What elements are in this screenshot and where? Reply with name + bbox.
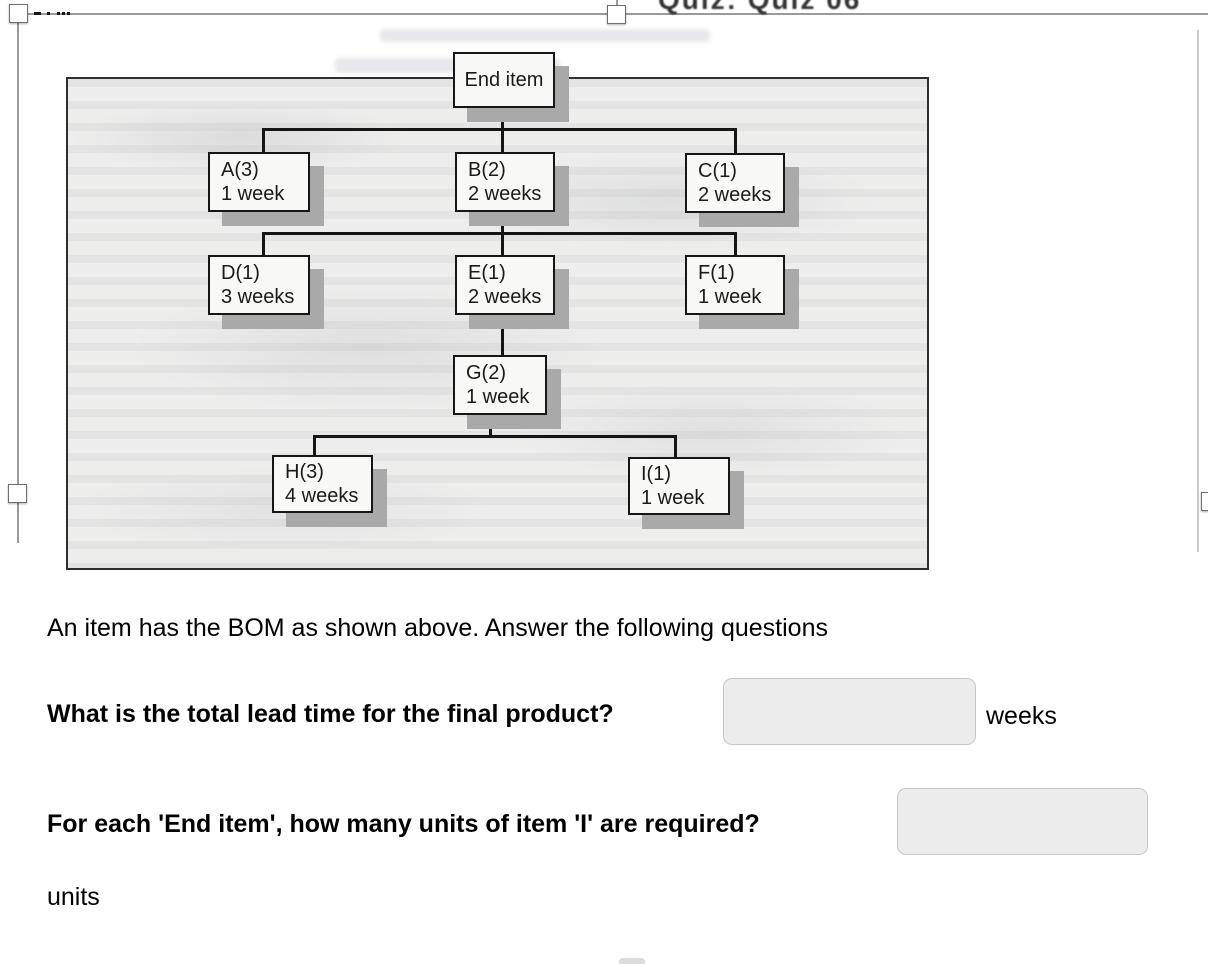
bom-node-leadtime: 1 week xyxy=(221,183,285,205)
bom-node-label: C(1) xyxy=(698,159,737,182)
bom-node-leadtime: 3 weeks xyxy=(221,286,295,308)
bom-node-label: G(2) xyxy=(466,361,506,384)
bom-connector xyxy=(734,128,737,153)
selection-border-left xyxy=(17,13,19,543)
bom-connector xyxy=(262,128,737,131)
bom-node-e: E(1) 2 weeks xyxy=(455,255,555,315)
bom-node-label: D(1) xyxy=(221,261,260,284)
clipped-text-fragment xyxy=(34,12,41,15)
bom-node-leadtime: 1 week xyxy=(466,386,530,408)
bom-connector xyxy=(262,232,737,235)
clipped-text-fragment xyxy=(67,12,70,15)
clipped-text-fragment xyxy=(47,12,50,15)
clipped-text-fragment xyxy=(62,12,65,15)
bom-connector xyxy=(489,415,492,435)
resize-handle-top-left[interactable] xyxy=(9,4,28,23)
bom-figure: End item A(3) 1 week B(2) 2 weeks C(1) 2… xyxy=(66,52,929,570)
bom-node-b: B(2) 2 weeks xyxy=(455,152,555,212)
resize-handle-bottom-center[interactable] xyxy=(619,958,645,964)
bom-node-c: C(1) 2 weeks xyxy=(685,153,785,213)
scan-bleed-smudge xyxy=(380,29,710,42)
clipped-text-fragment xyxy=(57,12,60,15)
bom-node-h: H(3) 4 weeks xyxy=(272,455,373,513)
page-title: Quiz: Quiz 06 xyxy=(658,0,861,16)
bom-node-leadtime: 2 weeks xyxy=(468,183,542,205)
bom-connector xyxy=(501,315,504,355)
bom-node-label: B(2) xyxy=(468,158,506,181)
bom-node-end-item: End item xyxy=(453,52,555,108)
bom-connector xyxy=(734,232,737,255)
bom-connector xyxy=(313,435,677,438)
question-1-prompt: What is the total lead time for the fina… xyxy=(47,700,614,728)
bom-node-label: End item xyxy=(464,68,544,91)
bom-node-label: H(3) xyxy=(285,460,324,483)
bom-node-label: A(3) xyxy=(221,158,259,181)
question-intro: An item has the BOM as shown above. Answ… xyxy=(47,614,828,642)
bom-node-leadtime: 1 week xyxy=(641,487,705,509)
bom-node-label: E(1) xyxy=(468,261,506,284)
bom-node-label: I(1) xyxy=(641,462,671,485)
resize-handle-top-center[interactable] xyxy=(607,5,626,24)
bom-connector xyxy=(262,128,265,152)
bom-node-a: A(3) 1 week xyxy=(208,152,310,212)
bom-node-f: F(1) 1 week xyxy=(685,255,785,315)
bom-node-label: F(1) xyxy=(698,261,735,284)
selection-border-right xyxy=(1197,30,1199,552)
bom-connector xyxy=(674,435,677,457)
question-1-unit-label: weeks xyxy=(986,702,1057,730)
bom-node-d: D(1) 3 weeks xyxy=(208,255,310,315)
question-2-prompt: For each 'End item', how many units of i… xyxy=(47,810,760,838)
units-of-item-i-input[interactable] xyxy=(897,788,1148,855)
resize-handle-middle-right[interactable] xyxy=(1201,492,1208,511)
total-lead-time-input[interactable] xyxy=(723,678,976,745)
bom-connector xyxy=(313,435,316,455)
bom-node-i: I(1) 1 week xyxy=(628,457,730,515)
resize-handle-middle-left[interactable] xyxy=(8,484,27,503)
question-2-unit-label: units xyxy=(47,883,100,911)
bom-node-leadtime: 2 weeks xyxy=(698,184,772,206)
bom-connector xyxy=(262,232,265,255)
bom-node-leadtime: 2 weeks xyxy=(468,286,542,308)
bom-node-leadtime: 1 week xyxy=(698,286,762,308)
bom-node-g: G(2) 1 week xyxy=(453,355,547,415)
bom-node-leadtime: 4 weeks xyxy=(285,485,359,507)
